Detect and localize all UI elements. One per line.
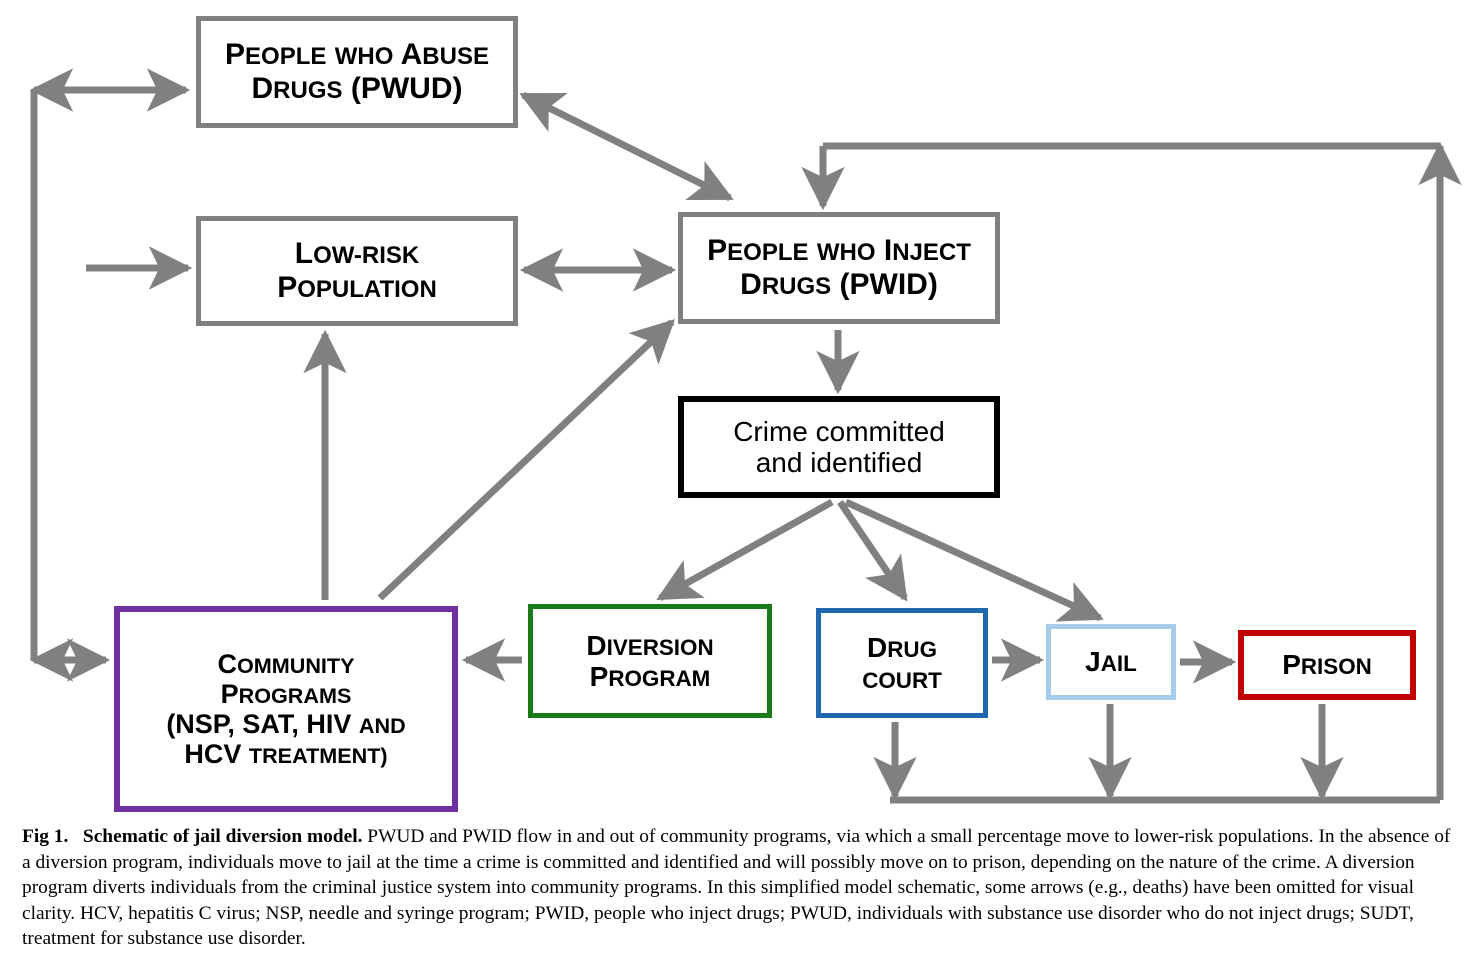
node-people-who-abuse-drugs[interactable]: People who Abuse Drugs (PWUD) <box>196 16 518 128</box>
node-label-line: Diversion <box>586 629 714 661</box>
edge-crime-diversion <box>656 498 834 602</box>
node-label-line: court <box>862 668 942 693</box>
node-people-who-inject-drugs[interactable]: People who Inject Drugs (PWID) <box>678 212 1000 324</box>
diagram-arrows-layer <box>29 68 1462 804</box>
node-drug-court[interactable]: Drug court <box>816 608 988 718</box>
node-label-line: Population <box>277 271 437 304</box>
node-jail[interactable]: Jail <box>1046 624 1176 700</box>
node-label-line: Community <box>217 648 355 679</box>
edge-crime-drugcourt <box>837 500 908 602</box>
node-label-line: Drug <box>867 631 937 663</box>
node-diversion-program[interactable]: Diversion Program <box>528 604 772 718</box>
node-label-line: People who Inject <box>707 234 971 268</box>
caption-figure-label: Fig 1. <box>22 826 69 847</box>
edge-crime-jail <box>844 498 1104 622</box>
edge-pwud-pwid <box>519 91 734 202</box>
node-label-line: Prison <box>1282 649 1372 681</box>
node-label-line: (NSP, SAT, HIV and <box>166 709 406 739</box>
node-label-line: and identified <box>755 447 923 478</box>
node-community-programs[interactable]: Community Programs (NSP, SAT, HIV and HC… <box>114 606 458 812</box>
node-label-line: Crime committed <box>733 415 945 447</box>
node-label-line: Jail <box>1085 646 1137 678</box>
caption-body: PWUD and PWID flow in and out of communi… <box>22 826 1451 950</box>
caption-title: Schematic of jail diversion model. <box>82 826 363 847</box>
node-label-line: HCV treatment) <box>184 739 388 770</box>
node-label-line: Low-risk <box>294 237 420 271</box>
node-crime-committed[interactable]: Crime committed and identified <box>678 396 1000 498</box>
node-low-risk-population[interactable]: Low-risk Population <box>196 216 518 326</box>
node-label-line: Program <box>589 661 711 692</box>
node-prison[interactable]: Prison <box>1238 630 1416 700</box>
node-label-line: People who Abuse <box>225 38 489 72</box>
edge-community-pwid <box>377 319 676 601</box>
node-label-line: Programs <box>220 678 352 709</box>
node-label-line: Drugs (PWUD) <box>251 72 463 105</box>
figure-caption: Fig 1. Schematic of jail diversion model… <box>22 824 1454 952</box>
node-label-line: Drugs (PWID) <box>740 268 938 301</box>
